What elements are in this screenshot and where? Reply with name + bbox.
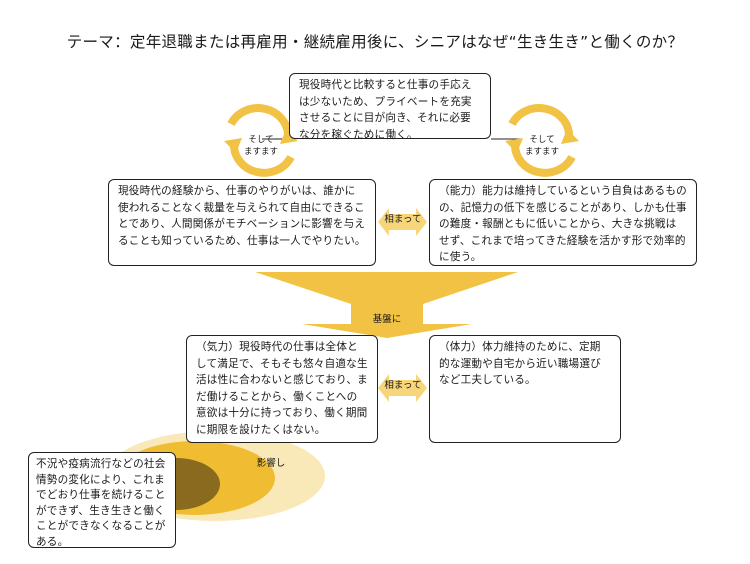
foundation-arrow bbox=[255, 272, 518, 338]
influence-label: 影響し bbox=[256, 458, 286, 469]
cycle-label-left: そして ますます bbox=[243, 135, 278, 157]
link-label-lower: 相まって bbox=[384, 380, 422, 391]
cycle-arrowhead-right-b bbox=[505, 138, 523, 153]
node-mid-left-box: 現役時代の経験から、仕事のやりがいは、誰かに使われることなく裁量を与えられて自由… bbox=[108, 179, 376, 266]
cycle-arrows-right bbox=[508, 104, 576, 177]
cycle-arrows-left bbox=[227, 104, 295, 177]
link-arrow-lower bbox=[378, 374, 427, 402]
diagram-title: テーマ：定年退職または再雇用・継続雇用後に、シニアはなぜ“生き生き”と働くのか？ bbox=[66, 33, 684, 51]
cycle-label-right: そして ますます bbox=[524, 135, 559, 157]
cycle-arrowhead-right-a bbox=[561, 129, 579, 144]
node-mid-right-box: （能力）能力は維持しているという自負はあるものの、記憶力の低下を感じることがあり… bbox=[429, 179, 697, 266]
cycle-arrowhead-left-a bbox=[280, 129, 298, 144]
cycle-arrowhead-left-b bbox=[224, 138, 242, 153]
foundation-label: 基盤に bbox=[372, 314, 402, 325]
link-arrow-upper bbox=[378, 208, 427, 236]
link-label-upper: 相まって bbox=[384, 214, 422, 225]
node-top-box: 現役時代と比較すると仕事の手応えは少ないため、プライベートを充実させることに目が… bbox=[289, 73, 491, 141]
node-external-box: 不況や疫病流行などの社会情勢の変化により、これまでどおり仕事を続けることができず… bbox=[28, 452, 176, 548]
node-low-left-box: （気力）現役時代の仕事は全体として満足で、そもそも悠々自適な生活は性に合わないと… bbox=[186, 335, 378, 443]
node-low-right-box: （体力）体力維持のために、定期的な運動や自宅から近い職場選びなど工夫している。 bbox=[429, 335, 621, 443]
